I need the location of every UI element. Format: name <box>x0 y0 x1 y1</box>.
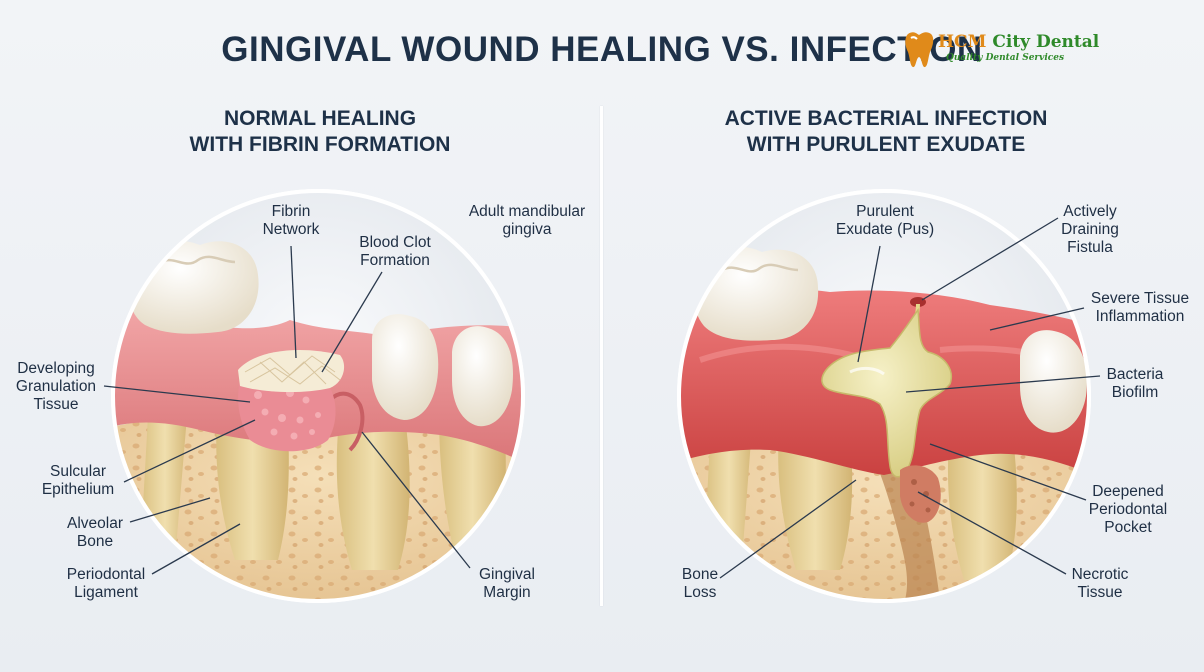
left-leader-lines <box>103 245 471 575</box>
page-title: GINGIVAL WOUND HEALING VS. INFECTION <box>221 30 983 69</box>
clinic-logo: HCM City Dental Quality Dental Services <box>902 30 1099 70</box>
right-premolar <box>1020 330 1087 433</box>
left-premolar-2 <box>452 326 513 427</box>
left-molar <box>128 240 259 334</box>
logo-name: HCM City Dental <box>938 32 1100 52</box>
right-leader-lines <box>719 217 1101 579</box>
left-illustration <box>111 189 525 603</box>
right-molar <box>694 246 819 341</box>
purulent-exudate <box>821 308 952 478</box>
logo-tagline: Quality Dental Services <box>946 53 1065 63</box>
bone-loss-defect <box>870 448 940 600</box>
right-illustration <box>677 189 1091 603</box>
left-premolar-1 <box>372 314 439 420</box>
tooth-logo-icon <box>905 32 934 68</box>
panel-divider <box>600 106 603 606</box>
